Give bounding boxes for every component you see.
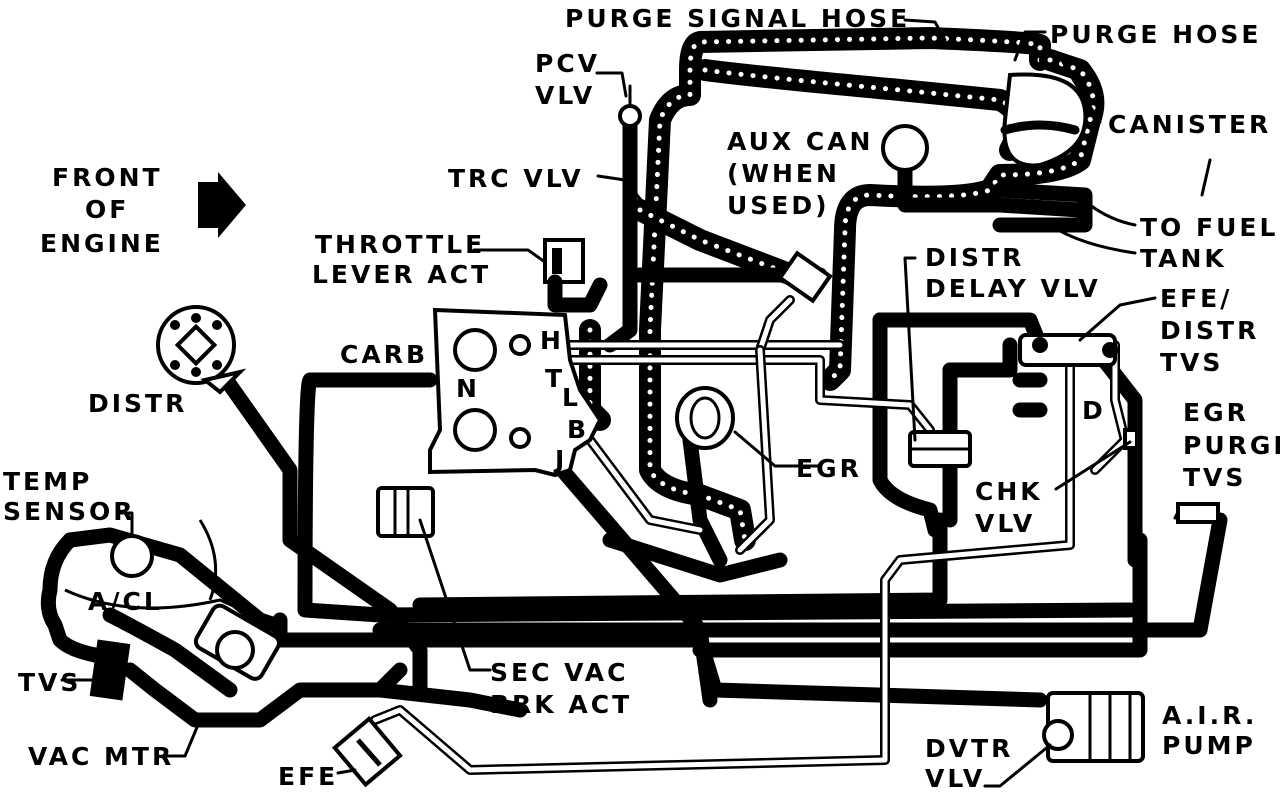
label-air-pump-line2: PUMP — [1162, 731, 1256, 760]
efe-actuator — [331, 716, 403, 788]
pcv-valve — [618, 84, 642, 128]
label-egr-purge-line3: TVS — [1183, 463, 1246, 492]
air-pump — [1042, 691, 1145, 763]
port-label-b: B — [567, 415, 589, 444]
canister — [1000, 72, 1088, 168]
port-label-n: N — [456, 374, 480, 403]
label-efe-distr-line3: TVS — [1160, 348, 1223, 377]
label-throttle-line2: LEVER ACT — [312, 260, 491, 289]
label-sec-vac-line1: SEC VAC — [490, 658, 628, 687]
label-purge-signal-hose: PURGE SIGNAL HOSE — [565, 4, 910, 33]
distributor — [156, 305, 247, 395]
trc-valve — [777, 250, 833, 304]
label-to-fuel-tank-line2: TANK — [1140, 244, 1227, 273]
label-canister: CANISTER — [1108, 110, 1271, 139]
port-label-d: D — [1082, 396, 1106, 425]
purge-signal-hose — [639, 27, 1051, 551]
label-to-fuel-tank-line1: TO FUEL — [1140, 213, 1278, 242]
sec-vac-brk-act — [376, 486, 435, 538]
distributor-delay-valve — [908, 430, 972, 468]
label-chk-vlv-line1: CHK — [975, 477, 1043, 506]
aux-canister — [881, 124, 929, 172]
label-egr-purge-line1: EGR — [1183, 398, 1249, 427]
label-tvs: TVS — [18, 668, 81, 697]
label-front-line1: FRONT — [52, 163, 163, 192]
label-vac-mtr: VAC MTR — [28, 742, 174, 771]
label-air-pump-line1: A.I.R. — [1162, 701, 1257, 730]
label-purge-hose: PURGE HOSE — [1050, 20, 1261, 49]
label-distr-delay-line1: DISTR — [925, 243, 1024, 272]
label-aux-can-line3: USED) — [727, 191, 830, 220]
air-cleaner — [64, 519, 281, 681]
label-aux-can-line1: AUX CAN — [727, 127, 873, 156]
label-dvtr-line1: DVTR — [925, 734, 1013, 763]
label-throttle-line1: THROTTLE — [315, 230, 485, 259]
label-front-line3: ENGINE — [40, 229, 164, 258]
leader-lines — [60, 18, 1212, 788]
label-front-line2: OF — [85, 195, 129, 224]
label-distr: DISTR — [88, 389, 187, 418]
label-chk-vlv-line2: VLV — [975, 509, 1035, 538]
port-label-h: H — [540, 326, 564, 355]
label-distr-delay-line2: DELAY VLV — [925, 274, 1101, 303]
labels: PURGE SIGNAL HOSE PURGE HOSE PCV VLV CAN… — [3, 4, 1280, 792]
label-efe: EFE — [278, 762, 338, 791]
tvs-left — [89, 639, 131, 701]
carburetor — [428, 307, 603, 478]
label-trc-vlv: TRC VLV — [448, 164, 584, 193]
label-sec-vac-line2: BRK ACT — [490, 690, 632, 719]
vacuum-hoses — [40, 117, 1228, 728]
label-dvtr-line2: VLV — [925, 764, 985, 792]
label-pcv-vlv-line2: VLV — [535, 81, 595, 110]
label-egr-purge-line2: PURGE — [1183, 431, 1280, 460]
label-temp-sensor-line2: SENSOR — [3, 497, 136, 526]
label-efe-distr-line1: EFE/ — [1160, 284, 1232, 313]
egr-valve — [675, 386, 735, 450]
egr-purge-tvs — [1176, 502, 1220, 524]
label-efe-distr-line2: DISTR — [1160, 316, 1259, 345]
port-label-l: L — [562, 383, 581, 412]
metal-tubes — [370, 295, 1130, 775]
label-temp-sensor-line1: TEMP — [3, 467, 92, 496]
throttle-lever-actuator — [543, 238, 608, 313]
label-carb: CARB — [340, 340, 428, 369]
front-arrow-icon — [198, 172, 246, 238]
label-aux-can-line2: (WHEN — [727, 159, 840, 188]
port-label-j: J — [553, 445, 567, 474]
port-label-t: T — [545, 364, 565, 393]
efe-distr-tvs — [1018, 333, 1118, 367]
label-acl: A/CL — [88, 587, 163, 616]
label-pcv-vlv-line1: PCV — [535, 49, 600, 78]
label-egr: EGR — [796, 454, 862, 483]
